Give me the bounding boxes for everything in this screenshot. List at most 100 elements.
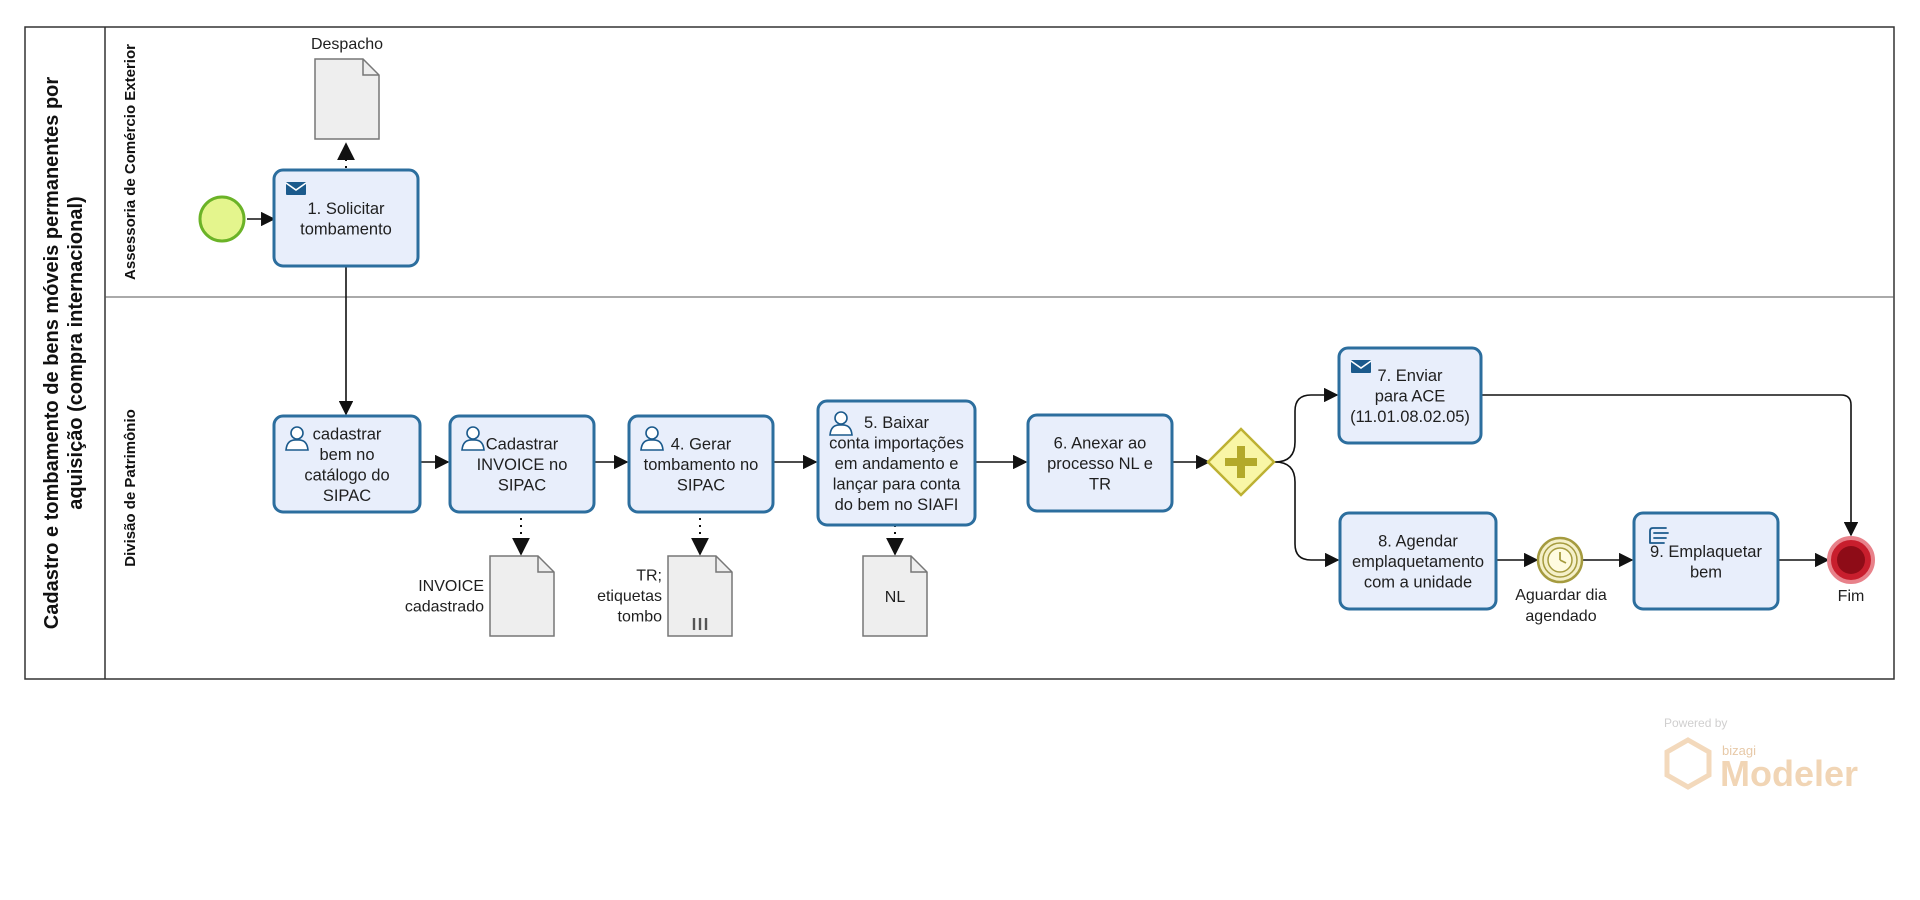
task-box[interactable] [816,399,977,527]
document-label-line: Despacho [311,36,383,53]
flow-gateway-to-t8[interactable] [1274,461,1340,568]
document-label-line: tombo [618,609,663,626]
lane-label-comercio-exterior: Assessoria de Comércio Exterior [122,44,139,280]
timer-label-line1: Aguardar dia [1515,587,1607,604]
task-label-line: SIPAC [498,477,546,495]
task-t8[interactable]: 8. Agendar emplaquetamento com a unidade [1338,511,1498,611]
timer-label-line2: agendado [1525,608,1596,625]
task-label-line: tombamento no [644,456,759,474]
task-label-line: lançar para conta [833,476,961,494]
user-icon [829,411,853,436]
task-box[interactable] [448,414,596,514]
document-d4[interactable]: NL [862,555,928,637]
lane-label-patrimonio: Divisão de Patrimônio [122,409,139,567]
task-t9[interactable]: 9. Emplaquetar bem [1632,511,1780,611]
watermark-powered: Powered by [1664,716,1727,730]
task-box[interactable] [1337,346,1483,445]
document-label-line: TR; [636,568,662,585]
pool: Cadastro e tombamento de bens móveis per… [24,26,1895,680]
task-label-line: 8. Agendar [1378,533,1458,551]
task-t5[interactable]: 5. Baixar conta importações em andamento e… [816,399,977,527]
task-label-line: bem no [319,446,374,464]
document-shape[interactable] [862,555,928,637]
task-label-line: tombamento [300,220,392,238]
watermark: Powered by bizagi Modeler [1664,716,1858,794]
task-label-line: TR [1089,476,1111,494]
document-fold [362,59,379,76]
pool-title-line2: aquisição (compra internacional) [65,196,87,509]
timer-inner-ring [1542,542,1578,578]
data-associations [337,142,904,556]
user-icon [285,426,309,451]
task-label-line: catálogo do [304,466,389,484]
task-label-line: emplaquetamento [1352,553,1484,571]
task-label-line: 1. Solicitar [307,200,385,218]
task-t1[interactable]: 1. Solicitar tombamento [272,168,420,268]
flow-gateway-to-t7[interactable] [1274,387,1339,463]
task-label-line: 7. Enviar [1377,367,1443,385]
document-fold [715,556,732,573]
hand-icon [1649,527,1669,544]
pool-border [24,26,1895,680]
user-icon [640,426,664,451]
task-label-line: SIPAC [677,477,725,495]
clock-hands-icon [1559,552,1567,564]
task-label-line: 4. Gerar [671,436,732,454]
task-label-line: com a unidade [1364,574,1472,592]
task-label-line: Cadastrar [486,436,559,454]
document-shape[interactable] [489,555,555,637]
document-shape[interactable] [314,58,380,140]
task-label-line: para ACE [1375,388,1446,406]
task-label-line: 5. Baixar [864,414,930,432]
pool-title-line1: Cadastro e tombamento de bens móveis per… [41,77,63,630]
start-event[interactable] [198,195,246,243]
task-box[interactable] [272,168,420,268]
document-label-line: NL [885,589,906,606]
task-label-line: 9. Emplaquetar [1650,543,1762,561]
task-label-line: em andamento e [835,455,959,473]
task-t4[interactable]: 4. Gerar tombamento no SIPAC [627,414,775,514]
flow-t7-to-end[interactable] [1481,394,1859,537]
document-label-line: etiquetas [597,588,662,605]
document-label-line: INVOICE [418,578,484,595]
task-label-line: 6. Anexar ao [1054,435,1147,453]
sequence-flows [247,211,1859,568]
document-d1[interactable]: Despacho [311,36,383,140]
task-label-line: (11.01.08.02.05) [1350,408,1470,426]
user-icon [461,426,485,451]
watermark-brand: bizagi [1722,743,1756,758]
document-shape[interactable] [667,555,733,637]
task-t7[interactable]: 7. Enviar para ACE (11.01.08.02.05) [1337,346,1483,445]
end-event[interactable]: Fim [1827,536,1875,605]
task-box[interactable] [272,414,422,514]
task-box[interactable] [1632,511,1780,611]
end-event-core [1837,546,1865,574]
task-label-line: do bem no SIAFI [835,496,959,514]
envelope-icon [1350,360,1372,373]
bizagi-logo-icon [1664,737,1712,790]
task-box[interactable] [1026,413,1174,513]
plus-icon [1225,446,1257,478]
tasks: 1. Solicitar tombamento cadastrar bem no cat… [272,168,1780,611]
envelope-icon [285,182,307,195]
task-box[interactable] [1338,511,1498,611]
document-fold [537,556,554,573]
end-event-label: Fim [1838,588,1865,605]
document-fold [910,556,927,573]
task-label-line: conta importações [829,435,964,453]
task-label-line: cadastrar [313,425,382,443]
watermark-product: Modeler [1720,753,1858,794]
document-label-line: cadastrado [405,598,484,615]
task-box[interactable] [627,414,775,514]
parallel-gateway[interactable] [1206,427,1276,497]
timer-event[interactable]: Aguardar dia agendado [1515,536,1607,625]
document-d2[interactable]: INVOICE cadastrado [405,555,555,637]
task-label-line: INVOICE no [477,456,568,474]
task-label-line: bem [1690,563,1722,581]
document-d3[interactable]: TR; etiquetas tombo [597,555,733,637]
